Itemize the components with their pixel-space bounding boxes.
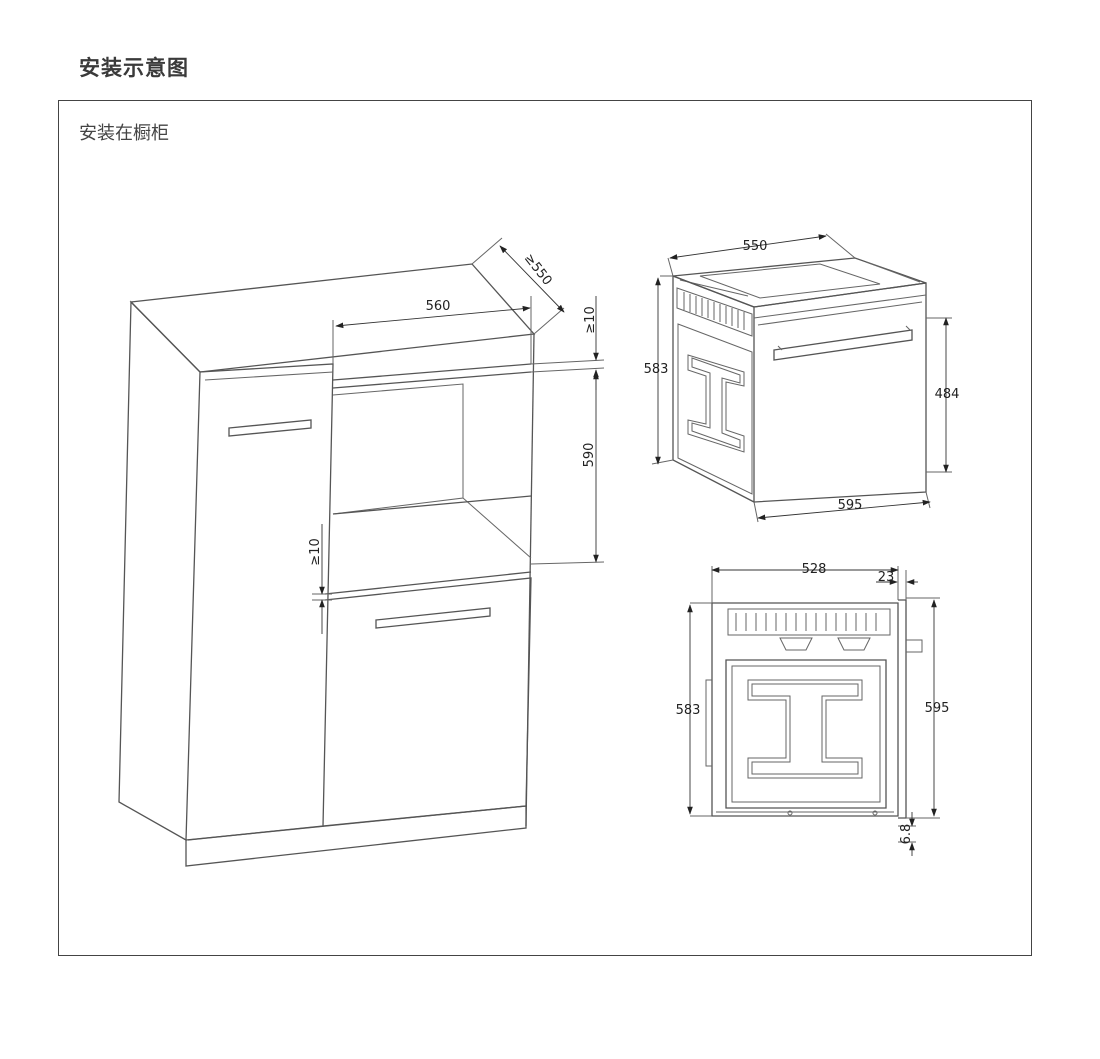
dim-oven-front-width: 595 xyxy=(838,498,863,513)
dim-side-height: 583 xyxy=(676,703,701,718)
dim-side-depth: 528 xyxy=(802,562,827,577)
dim-oven-depth: 550 xyxy=(743,239,768,254)
oven-iso-dimensions xyxy=(655,234,949,521)
diagram-panel: 安装在橱柜 xyxy=(58,100,1032,956)
dim-niche-width: 560 xyxy=(426,299,451,314)
oven-iso-drawing xyxy=(651,233,952,523)
dim-niche-height: 590 xyxy=(582,443,597,468)
dim-top-gap: ≥10 xyxy=(583,306,598,333)
dim-side-front-height: 595 xyxy=(925,701,950,716)
cabinet-dimensions xyxy=(319,245,599,634)
dim-oven-height-side: 583 xyxy=(644,362,669,377)
oven-side-dimensions xyxy=(687,567,937,856)
oven-side-drawing xyxy=(690,566,940,843)
dim-depth-min: ≥550 xyxy=(521,251,555,288)
page-title: 安装示意图 xyxy=(79,56,189,80)
dim-oven-front-height: 484 xyxy=(935,387,960,402)
dim-side-panel: 23 xyxy=(878,570,895,585)
cabinet-drawing xyxy=(118,237,605,867)
panel-subtitle: 安装在橱柜 xyxy=(79,123,169,144)
dim-bottom-gap: ≥10 xyxy=(308,538,323,565)
dim-side-foot: 6.8 xyxy=(899,824,914,845)
